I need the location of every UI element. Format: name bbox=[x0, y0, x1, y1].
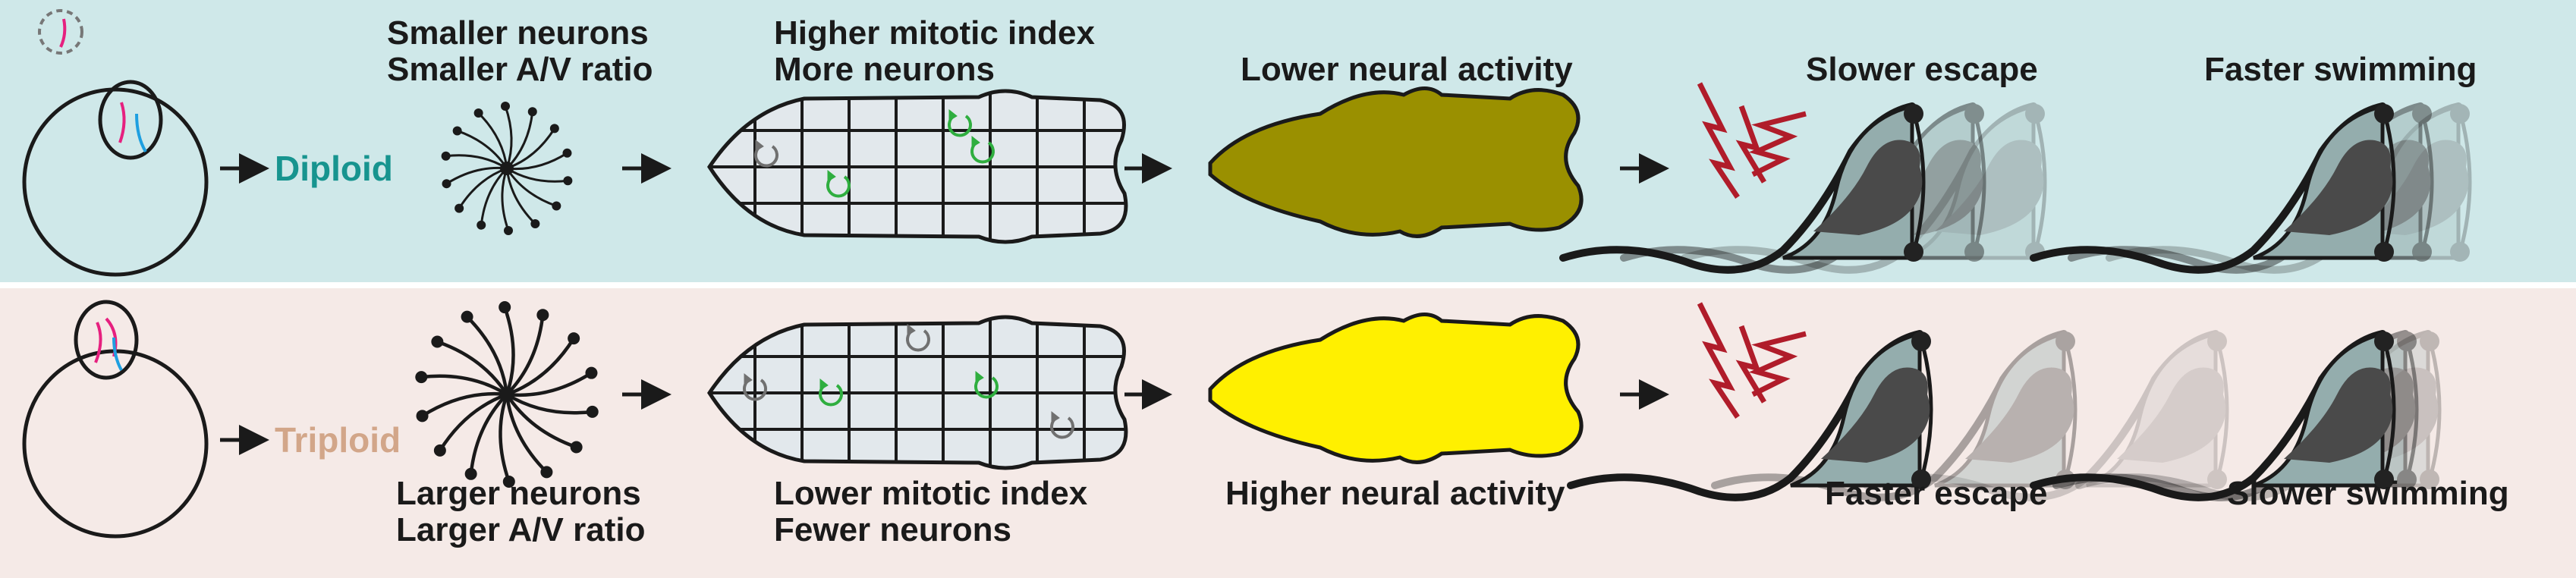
dendrite-tip bbox=[527, 107, 537, 117]
triploid-row: Triploid Larger neurons Larger A/V ratio… bbox=[22, 300, 2509, 548]
dendrite-tip bbox=[416, 410, 429, 423]
dendrite-tip bbox=[461, 310, 473, 323]
neuron-size-text: Smaller neurons bbox=[387, 14, 649, 52]
neuron-count-text: More neurons bbox=[774, 51, 995, 88]
neuron-size-text: Larger neurons bbox=[396, 475, 641, 512]
brain-grid-few-cells bbox=[683, 302, 1138, 484]
av-ratio-text: Larger A/V ratio bbox=[396, 511, 645, 548]
soma bbox=[500, 388, 514, 401]
escape-text: Slower escape bbox=[1806, 51, 2038, 88]
dendrite bbox=[505, 314, 545, 396]
diploid-row: Diploid Smaller neurons Smaller A/V rati… bbox=[22, 9, 2477, 277]
dendrite-tip bbox=[415, 371, 428, 384]
dendrite-tip bbox=[431, 335, 444, 348]
dendrite-tip bbox=[502, 475, 515, 488]
diploid-label: Diploid bbox=[275, 149, 393, 188]
maternal-chromosome bbox=[118, 102, 126, 143]
large-neuron-icon bbox=[415, 301, 599, 488]
dendrite-tip bbox=[552, 201, 561, 211]
egg-cell bbox=[22, 87, 209, 277]
soma bbox=[500, 162, 514, 175]
dendrite bbox=[465, 316, 509, 395]
av-ratio-text: Smaller A/V ratio bbox=[387, 51, 653, 88]
dendrite-tip bbox=[562, 148, 572, 158]
brain-grid-many-cells bbox=[683, 76, 1138, 258]
dendrite-tip bbox=[464, 467, 477, 480]
dendrite-tip bbox=[473, 108, 483, 118]
dendrite-tip bbox=[586, 405, 599, 418]
swimming-text: Faster swimming bbox=[2204, 51, 2477, 88]
dendrite-tip bbox=[549, 124, 559, 134]
paternal-chromosome bbox=[135, 113, 147, 153]
dendrite-tip bbox=[499, 301, 511, 314]
dendrite bbox=[499, 394, 511, 482]
small-neuron-icon bbox=[441, 102, 573, 235]
dendrite-tip bbox=[530, 218, 540, 228]
mitotic-index-text: Higher mitotic index bbox=[774, 14, 1095, 52]
swimming-text: Slower swimming bbox=[2227, 475, 2509, 512]
dendrite-tip bbox=[540, 466, 553, 479]
dendrite-tip bbox=[563, 176, 573, 186]
dendrite bbox=[421, 391, 508, 418]
dendrite bbox=[505, 393, 593, 415]
dendrite-tip bbox=[570, 441, 583, 454]
dendrite bbox=[505, 394, 549, 473]
dendrite-tip bbox=[454, 203, 464, 213]
dendrite-tip bbox=[568, 332, 580, 345]
dendrite-tip bbox=[433, 444, 446, 457]
polar-chromosome bbox=[59, 18, 67, 48]
dendrite-tip bbox=[585, 366, 598, 379]
dendrite-tip bbox=[477, 220, 486, 230]
mitotic-index-text: Lower mitotic index bbox=[774, 475, 1088, 512]
dendrite-tip bbox=[441, 151, 451, 161]
triploid-label: Triploid bbox=[275, 420, 401, 460]
neural-activity-text: Higher neural activity bbox=[1225, 475, 1565, 512]
dendrite bbox=[503, 306, 515, 395]
dendrite bbox=[506, 371, 593, 397]
polar-body bbox=[38, 9, 83, 55]
dendrite bbox=[506, 337, 576, 397]
neuron-count-text: Fewer neurons bbox=[774, 511, 1011, 548]
nucleus bbox=[98, 80, 163, 160]
dendrite bbox=[436, 340, 508, 396]
maternal-chromosome bbox=[94, 322, 102, 363]
neural-activity-text: Lower neural activity bbox=[1241, 51, 1573, 88]
nucleus bbox=[74, 300, 139, 380]
dendrite-tip bbox=[504, 225, 514, 235]
paternal-chromosome bbox=[112, 337, 123, 371]
dendrite bbox=[505, 393, 577, 449]
dendrite-tip bbox=[452, 126, 462, 136]
dendrite bbox=[469, 393, 508, 475]
dendrite-tip bbox=[536, 309, 549, 322]
dendrite bbox=[438, 392, 508, 452]
dendrite-tip bbox=[442, 179, 451, 189]
escape-text: Faster escape bbox=[1825, 475, 2048, 512]
dendrite bbox=[421, 374, 508, 396]
dendrite-tip bbox=[500, 102, 510, 112]
